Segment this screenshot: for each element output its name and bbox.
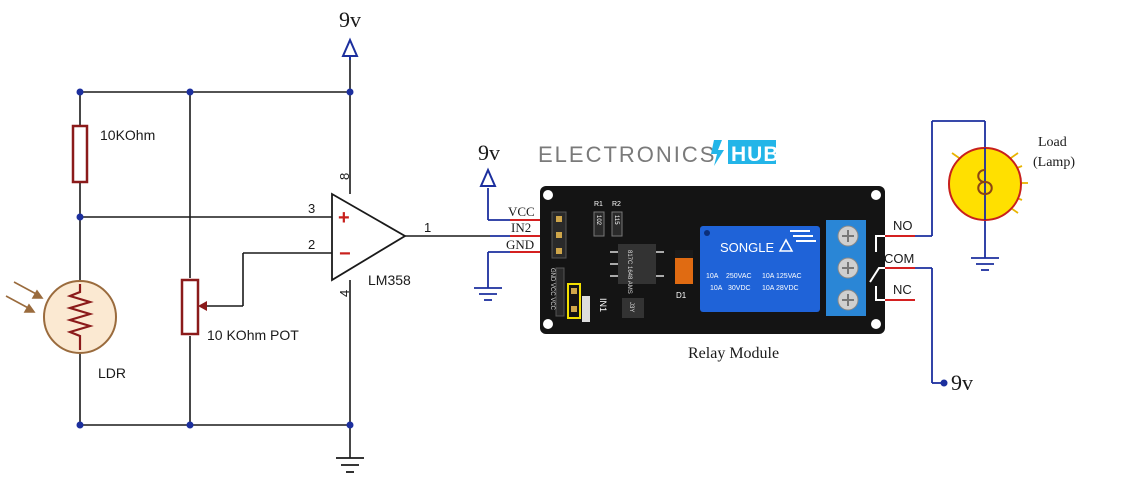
light-arrows-icon xyxy=(5,281,44,313)
junction-dots xyxy=(76,88,948,429)
relay-pin-in2: IN2 xyxy=(511,220,531,235)
diode-label: D1 xyxy=(676,291,687,300)
resistor-r2-value: 115 xyxy=(613,215,619,225)
pot-wiper-arrow xyxy=(198,301,207,311)
ground-symbol-relay xyxy=(474,287,502,301)
ground-symbol-opamp xyxy=(336,457,364,473)
relay-rating-2: 250VAC xyxy=(726,273,752,280)
header-pin-labels: GND VCC VCC xyxy=(549,268,555,311)
potentiometer xyxy=(180,278,200,336)
logo-text-electronics: ELECTRONICS xyxy=(538,142,716,167)
in1-label: IN1 xyxy=(598,298,608,312)
electronics-hub-logo: ELECTRONICS HUB xyxy=(538,140,780,167)
ldr-label: LDR xyxy=(98,365,126,381)
terminal-no: NO xyxy=(893,218,913,233)
pot-label: 10 KOhm POT xyxy=(207,327,299,343)
opamp-lm358 xyxy=(331,192,407,282)
relay-rating-4: 30VDC xyxy=(728,285,751,292)
pin-2-label: 2 xyxy=(308,237,315,252)
relay-pin-gnd: GND xyxy=(506,237,534,252)
opamp-label: LM358 xyxy=(368,272,411,288)
ldr-sensor xyxy=(43,280,117,354)
relay-triangle-icon xyxy=(778,238,794,252)
resistor-r1: R1 xyxy=(594,201,603,208)
optocoupler-label: 817C 1648 AMS xyxy=(626,250,632,294)
relay-rating-3: 10A xyxy=(710,285,723,292)
pin-1-label: 1 xyxy=(424,220,431,235)
supply-label-top: 9v xyxy=(339,7,361,32)
load-label-line1: Load xyxy=(1038,135,1067,150)
supply-label-relay: 9v xyxy=(478,140,500,165)
relay-rating-6: 10A 28VDC xyxy=(762,285,799,292)
load-label-line2: (Lamp) xyxy=(1033,155,1075,170)
logo-bolt-icon xyxy=(711,140,724,166)
pin-4-label: 4 xyxy=(337,290,352,297)
relay-rating-1: 10A xyxy=(706,273,719,280)
lamp-icon xyxy=(948,147,1028,221)
relay-brand: SONGLE xyxy=(720,240,775,255)
terminal-nc: NC xyxy=(893,282,912,297)
resistor-r2: R2 xyxy=(612,201,621,208)
transistor-label: J3Y xyxy=(628,302,634,312)
supply-label-com: 9v xyxy=(951,370,973,395)
opamp-minus-sign: − xyxy=(339,243,351,265)
relay-module-board: GND VCC VCC R1 R2 102 115 817C 1648 AMS … xyxy=(540,186,885,334)
relay-wires-blue xyxy=(487,120,986,384)
relay-wires-red xyxy=(510,219,915,301)
logo-text-hub: HUB xyxy=(731,143,780,166)
resistor-label: 10KOhm xyxy=(100,127,155,143)
resistor-r1-value: 102 xyxy=(595,215,601,226)
circuit-wires xyxy=(79,60,490,458)
relay-caption: Relay Module xyxy=(688,345,779,362)
supply-arrow-top xyxy=(341,37,359,60)
pin-3-label: 3 xyxy=(308,201,315,216)
relay-pin-vcc: VCC xyxy=(508,204,535,219)
opamp-plus-sign: + xyxy=(338,207,350,229)
terminal-com: COM xyxy=(884,251,914,266)
relay-rating-5: 10A 125VAC xyxy=(762,273,802,280)
resistor-10k xyxy=(71,124,89,184)
pin-8-label: 8 xyxy=(337,173,352,180)
ground-symbol-lamp xyxy=(971,257,999,271)
supply-arrow-relay xyxy=(479,167,497,187)
